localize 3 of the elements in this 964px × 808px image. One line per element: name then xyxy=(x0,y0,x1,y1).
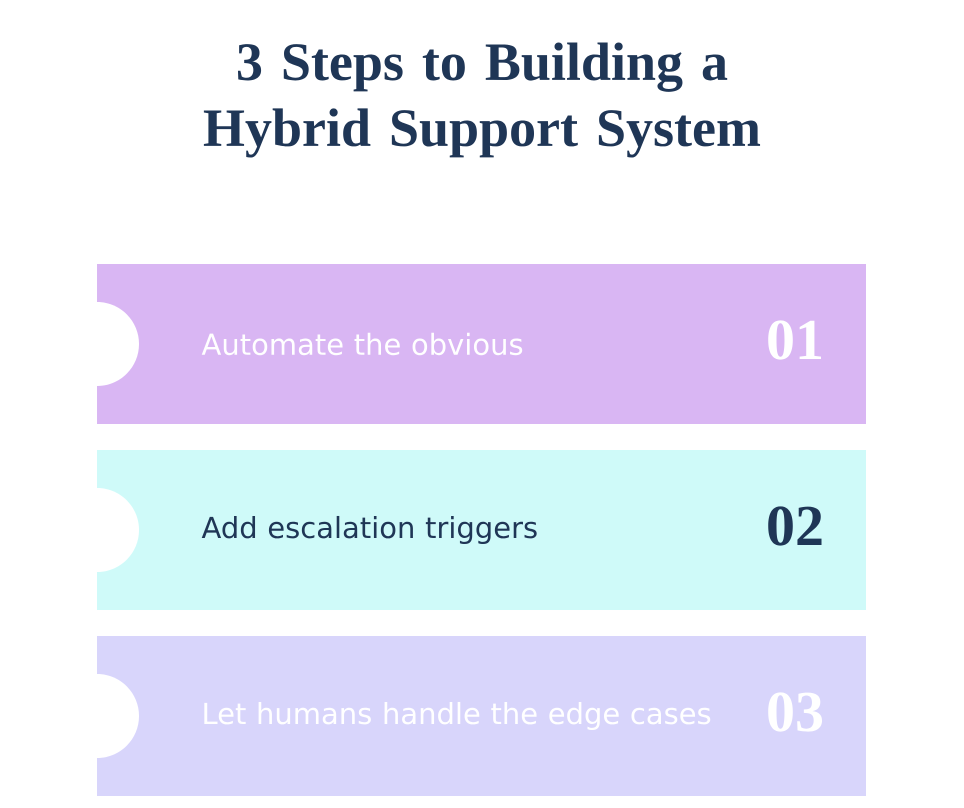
step-number: 01 xyxy=(768,320,821,360)
step-number: 02 xyxy=(768,506,822,546)
title: 3 Steps to Building a Hybrid Support System xyxy=(204,42,760,158)
